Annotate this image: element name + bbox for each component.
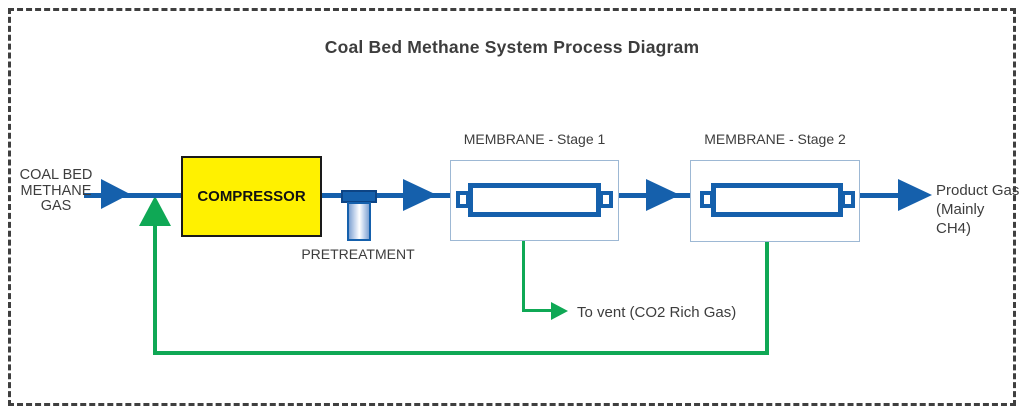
- feed-pipe: [84, 193, 181, 198]
- recycle-pipe-down-from-stage2: [765, 242, 769, 354]
- membrane-stage1-module-icon: [468, 183, 601, 217]
- recycle-arrow-up-icon: [139, 196, 171, 226]
- pretreatment-to-stage1-arrow-icon: [403, 179, 437, 211]
- vent-arrow-right-icon: [551, 302, 568, 320]
- compressor-block: COMPRESSOR: [181, 156, 322, 237]
- membrane-stage2-right-port-icon: [841, 191, 855, 208]
- feed-gas-label-line3: GAS: [40, 198, 72, 214]
- product-gas-label: Product Gas (Mainly CH4): [936, 181, 1020, 238]
- membrane-stage2-module-icon: [711, 183, 843, 217]
- feed-gas-label-line1: COAL BED: [19, 167, 93, 183]
- product-gas-label-line2: (Mainly CH4): [936, 201, 985, 237]
- product-arrow-icon: [898, 179, 932, 211]
- product-pipe: [860, 193, 910, 198]
- pretreatment-label: PRETREATMENT: [301, 246, 415, 262]
- stage1-to-stage2-arrow-icon: [646, 179, 680, 211]
- membrane-stage1-caption: MEMBRANE - Stage 1: [463, 131, 606, 147]
- feed-gas-label: COAL BED METHANE GAS: [8, 167, 104, 215]
- diagram-title: Coal Bed Methane System Process Diagram: [324, 37, 700, 57]
- recycle-pipe-bottom: [153, 351, 769, 355]
- diagram-dashed-frame: [8, 8, 1016, 406]
- pretreatment-vessel-body-icon: [347, 202, 371, 241]
- compressor-to-stage1-pipe: [322, 193, 450, 198]
- vent-pipe-down: [522, 240, 525, 311]
- feed-gas-label-line2: METHANE: [20, 182, 92, 199]
- vent-label: To vent (CO2 Rich Gas): [577, 304, 737, 321]
- feed-arrow-icon: [101, 179, 130, 209]
- membrane-stage1-right-port-icon: [599, 191, 613, 208]
- membrane-stage2-caption: MEMBRANE - Stage 2: [704, 131, 846, 147]
- product-gas-label-line1: Product Gas: [936, 182, 1020, 199]
- recycle-pipe-up-to-feed: [153, 224, 157, 355]
- compressor-label: COMPRESSOR: [197, 188, 306, 205]
- vent-pipe-right: [522, 309, 553, 312]
